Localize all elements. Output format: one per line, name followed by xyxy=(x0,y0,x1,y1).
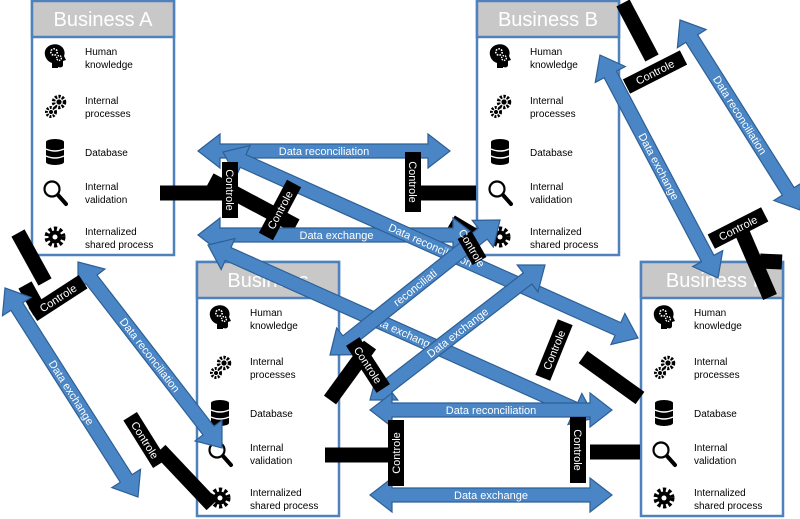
controle-background xyxy=(346,337,390,393)
controle-label: Controle xyxy=(571,429,583,471)
arrow-label: Data exchange xyxy=(300,230,374,242)
controle-tag: Controle xyxy=(222,162,238,218)
arrow-label: Data exchange xyxy=(636,131,681,202)
item-label: Internal xyxy=(250,357,283,368)
business-box-frame xyxy=(30,0,176,257)
item-label: Internal xyxy=(694,443,727,454)
controle-label: Controle xyxy=(391,432,403,474)
controle-background xyxy=(28,274,88,322)
arrow-label: Data reconciliation xyxy=(117,316,182,395)
connector-bar xyxy=(154,444,218,511)
item-label: knowledge xyxy=(250,321,298,332)
arrow-label: Data reconciliation xyxy=(710,74,768,157)
item-label: processes xyxy=(530,109,576,120)
item-label: validation xyxy=(694,456,736,467)
double-arrow: Data reconciliation xyxy=(676,19,800,211)
controle-background xyxy=(457,231,487,265)
item-label: shared process xyxy=(85,240,153,251)
controle-tag: Controle xyxy=(123,412,167,468)
controle-background xyxy=(707,207,769,249)
business-title: Business I xyxy=(666,270,758,292)
business-title: Business A xyxy=(54,9,154,31)
item-label: Internalized xyxy=(85,227,137,238)
arrow-label: Data exchange xyxy=(46,359,96,428)
controle-tag: Controle xyxy=(707,207,769,249)
item-label: Database xyxy=(85,148,128,159)
business-box-frame xyxy=(639,260,785,518)
item-label: validation xyxy=(530,195,572,206)
business-title-bar xyxy=(475,0,621,39)
controle-tag: Controle xyxy=(570,417,586,483)
arrow-label: reconciliati xyxy=(392,267,440,309)
connector-bar xyxy=(616,0,659,62)
item-label: shared process xyxy=(694,501,762,512)
item-label: Internalized xyxy=(694,488,746,499)
arrow-shape xyxy=(1,287,142,498)
database-icon xyxy=(45,138,65,166)
item-label: shared process xyxy=(250,501,318,512)
item-label: validation xyxy=(250,456,292,467)
controle-background xyxy=(258,179,302,241)
item-label: Human xyxy=(694,308,726,319)
item-label: knowledge xyxy=(85,60,133,71)
item-label: Human xyxy=(85,47,117,58)
item-label: validation xyxy=(85,195,127,206)
controle-background xyxy=(222,162,238,218)
item-label: processes xyxy=(250,370,296,381)
item-label: Internal xyxy=(85,182,118,193)
controle-background xyxy=(622,50,688,94)
arrow-shape xyxy=(594,54,724,279)
item-label: knowledge xyxy=(530,60,578,71)
database-icon xyxy=(490,138,510,166)
controle-background xyxy=(388,420,404,486)
controle-tag: Controle xyxy=(388,420,404,486)
controle-background xyxy=(405,152,421,212)
connector-bar xyxy=(578,350,645,405)
business-box: BusinessHumanknowledgeInternalprocessesD… xyxy=(195,260,341,518)
controle-tag: Controle xyxy=(535,319,573,381)
controle-background xyxy=(535,319,573,381)
double-arrow: Data reconciliation xyxy=(197,132,451,170)
item-label: Human xyxy=(250,308,282,319)
connector-bar xyxy=(759,253,783,270)
item-label: processes xyxy=(694,370,740,381)
item-label: Internalized xyxy=(530,227,582,238)
item-label: knowledge xyxy=(694,321,742,332)
arrow-label: Data reconciliation xyxy=(279,146,370,158)
item-label: processes xyxy=(85,109,131,120)
item-label: Internal xyxy=(694,357,727,368)
item-label: Internal xyxy=(250,443,283,454)
double-arrow: Data exchange xyxy=(369,476,613,514)
item-label: shared process xyxy=(530,240,598,251)
double-arrow: Data exchange xyxy=(1,287,142,498)
controle-tag: Controle xyxy=(405,152,421,212)
business-box-frame xyxy=(475,0,621,257)
item-label: Database xyxy=(694,409,737,420)
connector-bar xyxy=(11,229,52,286)
item-label: Human xyxy=(530,47,562,58)
arrow-label: Data exchange xyxy=(454,490,528,502)
item-label: Internal xyxy=(530,96,563,107)
item-label: Database xyxy=(250,409,293,420)
item-label: Internalized xyxy=(250,488,302,499)
arrow-shape xyxy=(222,144,639,346)
item-label: Internal xyxy=(530,182,563,193)
item-label: Database xyxy=(530,148,573,159)
business-title-bar xyxy=(30,0,176,39)
connector-bar xyxy=(735,229,777,300)
database-icon xyxy=(654,399,674,427)
controle-tag: Controle xyxy=(622,50,688,94)
arrow-label: Data reconciliation xyxy=(446,405,537,417)
controle-label: Controle xyxy=(223,169,235,211)
controle-label: Controle xyxy=(406,161,418,203)
arrow-shape xyxy=(197,132,451,170)
controle-background xyxy=(123,412,167,468)
controle-background xyxy=(570,417,586,483)
business-title: Business B xyxy=(498,9,598,31)
item-label: Internal xyxy=(85,96,118,107)
